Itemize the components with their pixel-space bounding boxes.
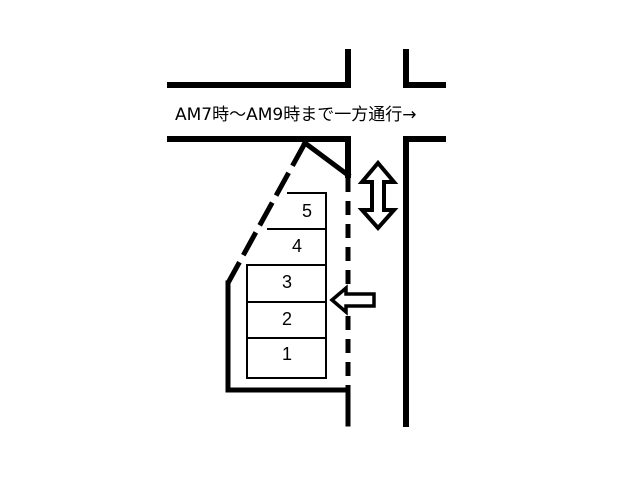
space-number-4: 4: [291, 236, 302, 256]
road-edge-top-right: [403, 49, 446, 88]
lot-boundary-dashed-diagonal: [225, 141, 308, 285]
two-way-arrow-icon: [357, 159, 399, 232]
space-number-2: 2: [281, 309, 292, 329]
one-way-notice: AM7時〜AM9時まで一方通行→: [175, 105, 417, 125]
spaces-1-3-outline: [246, 264, 327, 379]
entrance-arrow-icon: [329, 284, 376, 316]
space-number-1: 1: [281, 344, 292, 364]
space-number-3: 3: [281, 272, 292, 292]
lot-entrance-diagonal: [301, 139, 352, 179]
road-edge-right: [403, 136, 446, 427]
lot-boundary: [225, 280, 351, 427]
road-edge-lower-left: [167, 136, 351, 178]
space-number-5: 5: [301, 201, 312, 221]
road-edge-top-left: [167, 49, 351, 88]
